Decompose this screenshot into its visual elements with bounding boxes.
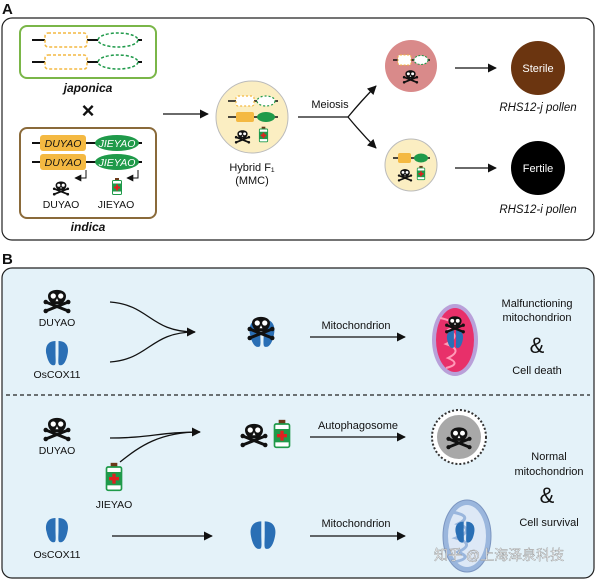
top-outcome-line1: Malfunctioning (502, 298, 573, 310)
bottom-outcome-line2: mitochondrion (514, 466, 583, 478)
top-mito-arrow-label: Mitochondrion (321, 320, 390, 332)
bottom-outcome-line1: Normal (531, 451, 566, 463)
sterile-label: Sterile (522, 63, 553, 75)
duyao-expression-arrow (74, 170, 87, 182)
panel-b-label: B (2, 251, 13, 268)
autophagosome-arrow-label: Autophagosome (318, 420, 398, 432)
top-duyao-label: DUYAO (39, 317, 76, 329)
japonica-label: japonica (62, 81, 113, 95)
top-ampersand: & (530, 333, 545, 358)
jieyao-antidote-icon (111, 177, 123, 196)
hybrid-antidote-icon (258, 126, 269, 143)
hybrid-label: Hybrid F₁ (229, 162, 275, 174)
bottom-mito-arrow-label: Mitochondrion (321, 518, 390, 530)
fertile-label: Fertile (523, 163, 554, 175)
bottom-complex-antidote-icon (273, 418, 291, 449)
indica-jieyao-label: JIEYAO (98, 199, 135, 211)
bottom-oscox11-label: OsCOX11 (33, 549, 80, 561)
indica-duyao-gene-1: DUYAO (45, 138, 82, 150)
indica-duyao-label: DUYAO (43, 199, 80, 211)
meiosis-arrow-down (347, 116, 377, 149)
indica-jieyao-gene-1: JIEYAO (98, 138, 136, 150)
microspore-j (385, 40, 437, 92)
indica-label: indica (71, 220, 106, 234)
bottom-antidote-icon (105, 462, 123, 492)
panel-a-label: A (2, 1, 13, 18)
top-outcome-line2: mitochondrion (502, 312, 571, 324)
top-outcome-line3: Cell death (512, 365, 562, 377)
bottom-outcome-line3: Cell survival (519, 517, 578, 529)
indica-duyao-gene-2: DUYAO (45, 157, 82, 169)
top-oscox11-label: OsCOX11 (33, 369, 80, 381)
microspore-i (384, 138, 438, 192)
top-merge-curve-upper (109, 301, 196, 333)
microspore-i-antidote-icon (416, 165, 426, 181)
pollen-i-label: RHS12-i pollen (499, 204, 576, 216)
sterile-pollen (511, 41, 565, 95)
meiosis-arrow-up (347, 85, 377, 118)
fertile-pollen (511, 141, 565, 195)
bottom-ampersand: & (540, 483, 555, 508)
autophagosome (431, 409, 487, 465)
pollen-j-label: RHS12-j pollen (499, 102, 576, 114)
bottom-jieyao-label: JIEYAO (96, 499, 133, 511)
hybrid-sublabel: (MMC) (235, 175, 269, 187)
japonica-chromosome-box (19, 25, 157, 79)
jieyao-expression-arrow (126, 170, 139, 182)
normal-mitochondrion (442, 499, 492, 573)
hybrid-cell (215, 80, 289, 154)
meiosis-label: Meiosis (311, 99, 349, 111)
top-merge-curve-lower (109, 327, 196, 363)
indica-chromosome-box (19, 127, 157, 219)
bottom-merge-curve-lower (119, 431, 201, 463)
indica-jieyao-gene-2: JIEYAO (98, 157, 136, 169)
malfunctioning-mitochondrion (432, 304, 478, 376)
bottom-duyao-label: DUYAO (39, 445, 76, 457)
cross-symbol: × (82, 98, 95, 123)
watermark: 知乎 @上海泽泉科技 (434, 547, 564, 563)
